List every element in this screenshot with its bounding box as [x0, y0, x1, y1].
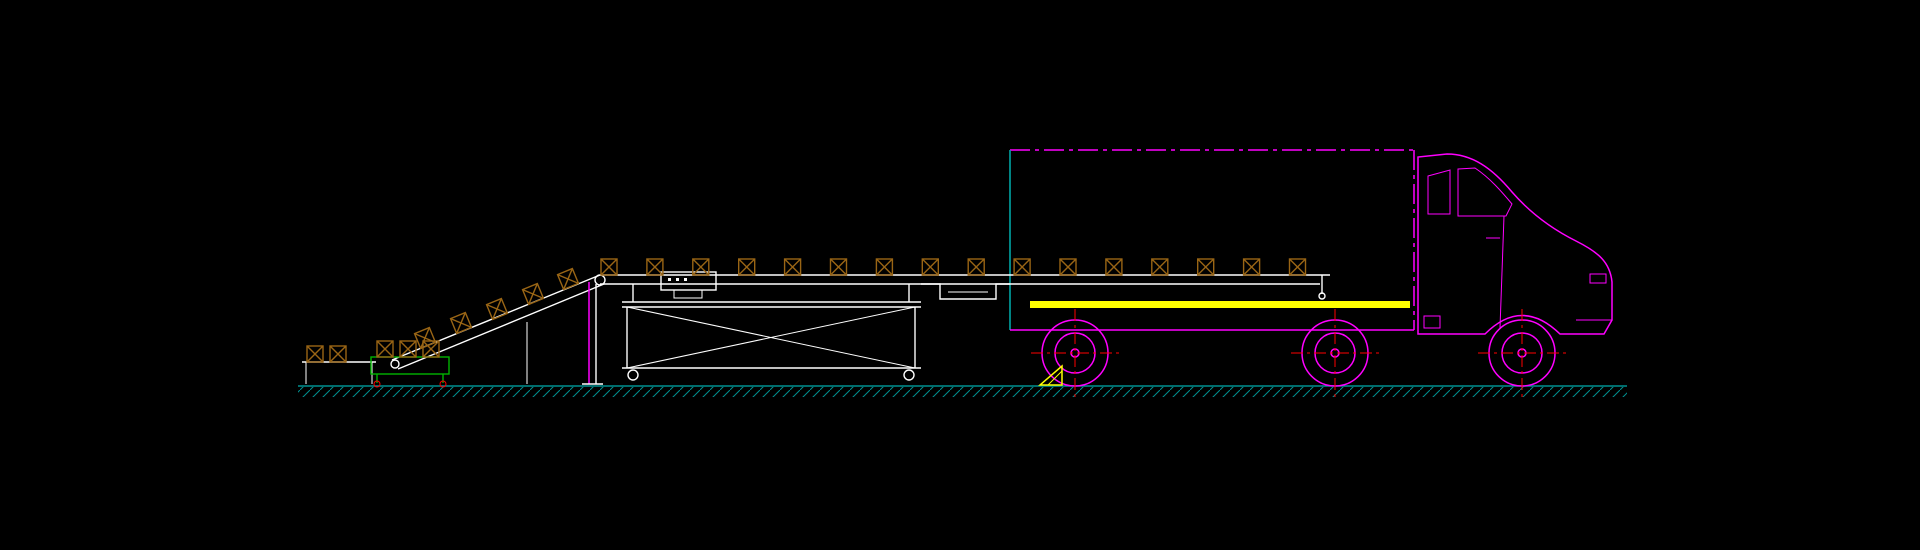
package-crate — [449, 311, 473, 335]
cab-step — [1423, 315, 1441, 329]
package-crate — [556, 267, 580, 291]
truck-wheel — [1030, 308, 1120, 398]
boom-tip-roller — [1318, 292, 1326, 300]
tail-pulley — [390, 359, 400, 369]
cart-wheel-right — [439, 380, 447, 388]
motor-vent-3 — [684, 278, 687, 281]
transition-bridge — [921, 283, 1010, 300]
package-crate — [1059, 258, 1077, 276]
package-crate — [646, 258, 664, 276]
support-trestle — [622, 284, 921, 381]
package-crate — [399, 340, 417, 358]
package-crate — [1013, 258, 1031, 276]
package-crate — [329, 345, 347, 363]
package-crate — [738, 258, 756, 276]
caster-left — [627, 369, 639, 381]
green-cart — [370, 356, 450, 388]
package-crate — [1288, 258, 1307, 276]
package-crate — [1105, 258, 1123, 276]
package-crate — [967, 258, 985, 276]
headlight — [1589, 273, 1607, 284]
ground — [298, 385, 1627, 397]
side-skirt-yellow-stripe — [1030, 301, 1410, 308]
package-crate — [875, 258, 894, 276]
motor-vent-2 — [676, 278, 679, 281]
caster-right — [903, 369, 915, 381]
pickup-station — [302, 356, 450, 388]
package-crate — [783, 258, 802, 276]
truck-wheels — [1030, 308, 1567, 398]
wheel-chock-triangle — [1037, 364, 1063, 386]
truck — [1009, 149, 1613, 398]
package-crate — [413, 326, 437, 350]
cab-door-seam — [1499, 215, 1505, 329]
packages-incline — [413, 267, 580, 350]
package-crate — [1196, 258, 1215, 276]
package-crate — [829, 258, 848, 276]
incline-bottom-line — [397, 283, 605, 370]
cart-wheel-left — [373, 380, 381, 388]
packages-horizontal — [600, 258, 1307, 276]
truck-wheel — [1477, 308, 1567, 398]
wheel-chock — [1037, 364, 1063, 386]
package-crate — [1151, 258, 1169, 276]
motor-vent-1 — [668, 278, 671, 281]
drive-motor — [660, 271, 717, 299]
package-crate — [521, 282, 545, 306]
package-crate — [1242, 258, 1261, 276]
package-crate — [921, 258, 939, 276]
package-crate — [376, 340, 394, 358]
cab-door-window — [1457, 167, 1513, 217]
wheel-chock-hatch — [1047, 370, 1063, 386]
truck-wheel — [1290, 308, 1380, 398]
cab-outline — [1417, 153, 1613, 335]
conveyor-system — [390, 271, 1330, 385]
ground-hatch — [298, 387, 1627, 397]
package-crate — [485, 297, 509, 321]
package-crate — [600, 258, 618, 276]
cab-rear-window — [1427, 169, 1451, 215]
motor-gearbox — [673, 289, 703, 299]
cart-deck — [370, 356, 450, 375]
package-crate — [306, 345, 324, 363]
trestle-brace-2 — [626, 306, 916, 369]
